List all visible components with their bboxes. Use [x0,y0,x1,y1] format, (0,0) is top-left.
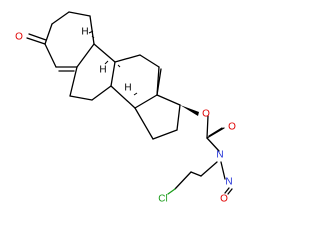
chlorine-atom: Cl [158,194,167,205]
stereo-hash-bonds [88,30,138,96]
nitroso-oxygen: O [220,194,228,205]
structure-diagram: O H H H O O N N O Cl [15,11,236,205]
ring-c [110,54,160,109]
ring-d [134,94,181,140]
amide-nitrogen: N [216,150,223,161]
ring-b [69,43,116,101]
nitroso-double-bond [224,187,233,195]
hydrogen-8: H [99,65,106,76]
hydrogen-9: H [81,27,88,38]
hydrogen-14: H [124,83,131,94]
ester-oxygen: O [202,109,210,120]
atom-labels: O H H H O O N N O Cl [15,27,236,205]
carbonyl-oxygen: O [228,122,236,133]
ketone-oxygen: O [15,32,23,43]
carbamate-chain [167,115,226,195]
wedge-bond-c17-o [180,105,199,116]
nitroso-nitrogen: N [225,177,232,188]
ring-a [26,11,95,72]
methyl-bond [156,68,162,96]
